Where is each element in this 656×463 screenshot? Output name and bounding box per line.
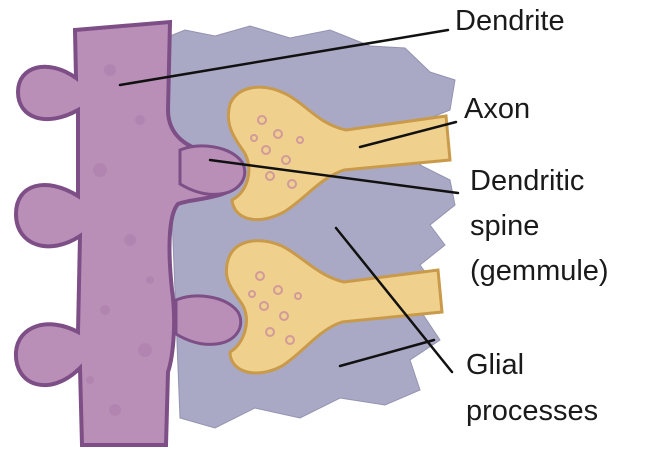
- label-dendritic-spine-line3: (gemmule): [470, 254, 609, 288]
- label-dendritic-spine-line2: spine: [470, 209, 539, 243]
- label-dendrite: Dendrite: [455, 4, 565, 38]
- label-glial-processes-line2: processes: [466, 394, 598, 428]
- glial-processes-shape: [165, 26, 455, 428]
- label-glial-processes-line1: Glial: [466, 348, 524, 382]
- label-dendritic-spine-line1: Dendritic: [470, 164, 584, 198]
- label-axon: Axon: [464, 92, 530, 126]
